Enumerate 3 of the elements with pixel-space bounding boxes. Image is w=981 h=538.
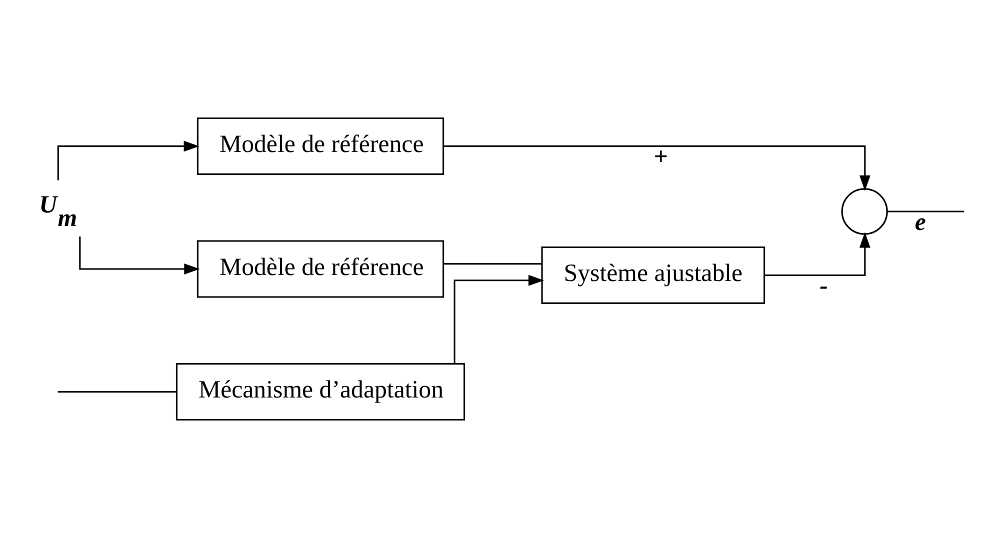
- edge-label: e: [914, 208, 926, 236]
- edge-label: +: [654, 144, 668, 171]
- edge-label: -: [820, 272, 828, 300]
